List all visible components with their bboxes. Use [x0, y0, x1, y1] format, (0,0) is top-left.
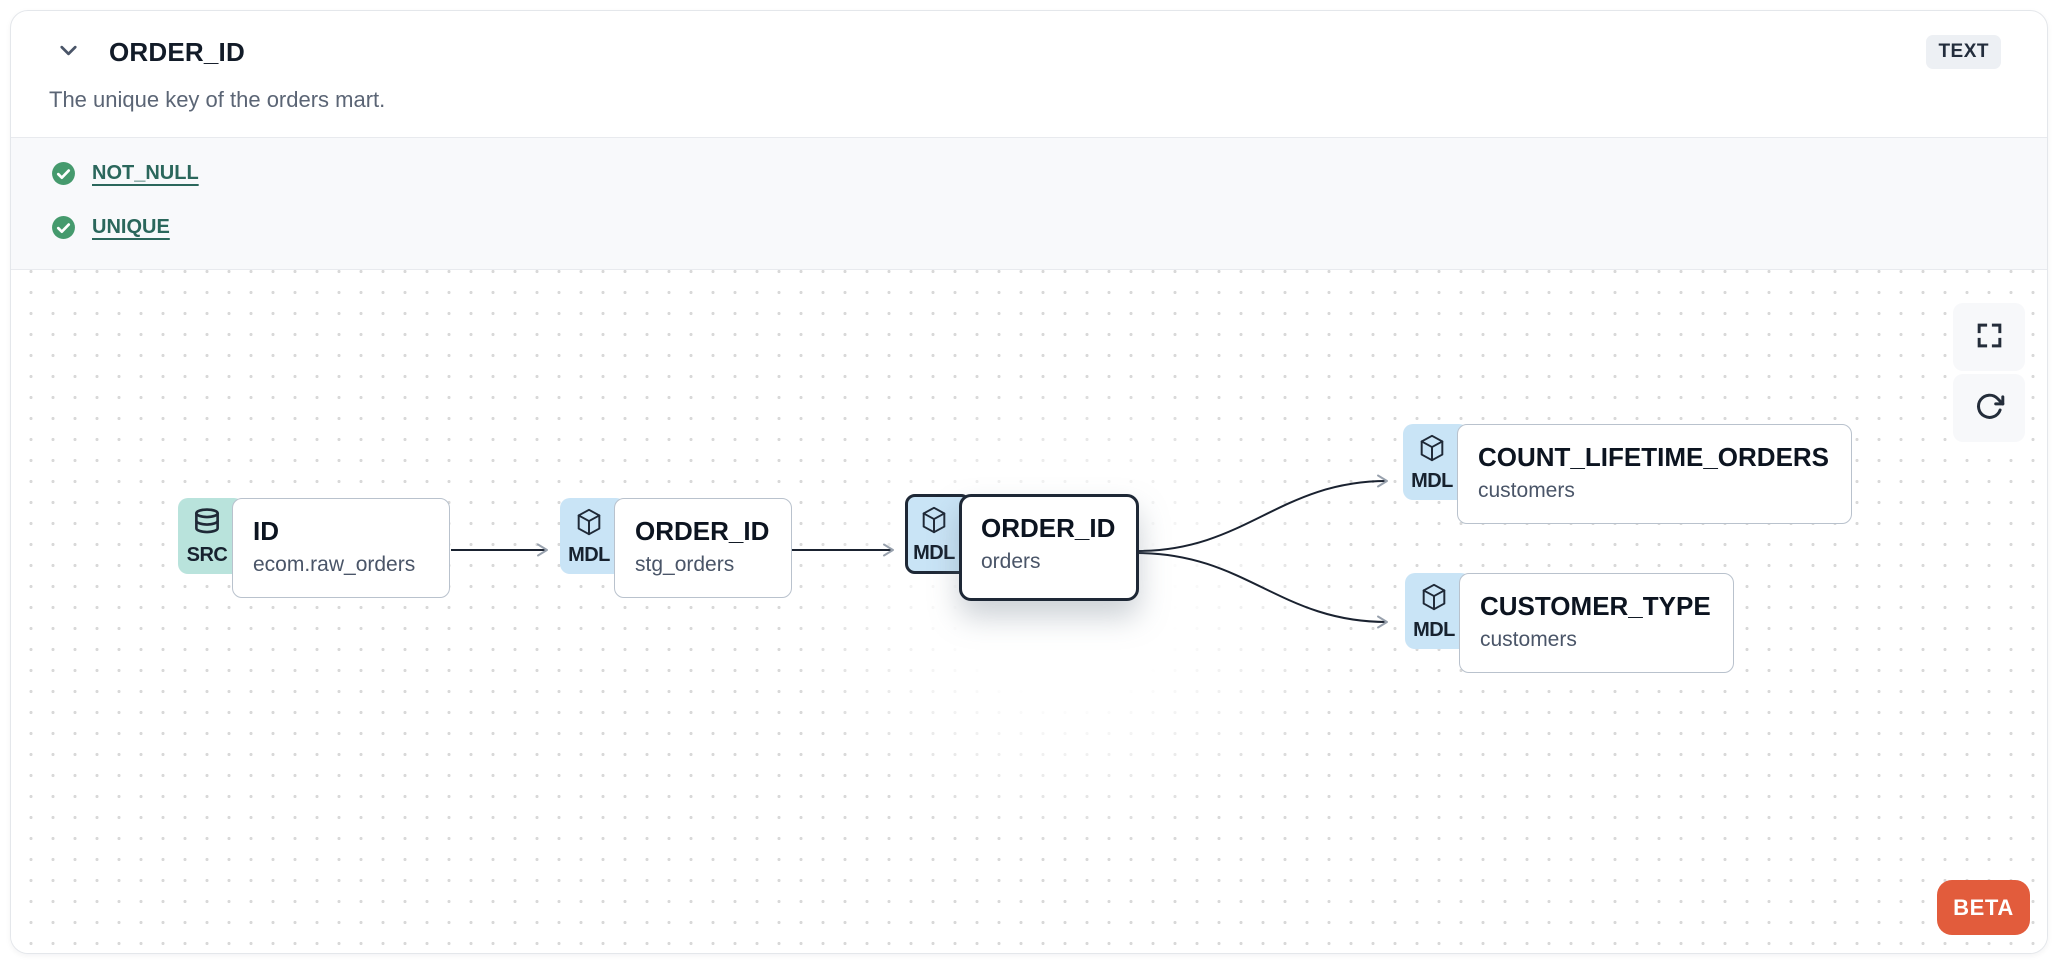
node-card: ORDER_ID orders [959, 494, 1140, 601]
lineage-edges [451, 474, 1388, 629]
selected-node-glow [781, 380, 1361, 850]
check-circle-icon [51, 215, 76, 240]
chevron-down-icon [55, 37, 82, 67]
lineage-node-customer-type[interactable]: MDL CUSTOMER_TYPE customers [1405, 573, 1734, 673]
lineage-canvas[interactable]: SRC ID ecom.raw_orders MDL ORDER_ID stg_… [11, 270, 2047, 953]
node-kind-label: MDL [568, 544, 610, 566]
node-title: COUNT_LIFETIME_ORDERS [1478, 442, 1830, 472]
node-subtitle: orders [981, 550, 1041, 573]
cube-icon [1417, 433, 1447, 468]
page-title: ORDER_ID [109, 36, 245, 67]
refresh-icon [1974, 391, 2005, 425]
column-description: The unique key of the orders mart. [49, 87, 386, 112]
collapse-button[interactable] [53, 37, 83, 67]
node-kind-label: MDL [1411, 470, 1453, 492]
cube-icon [574, 507, 604, 542]
node-subtitle: customers [1480, 628, 1577, 651]
node-title: CUSTOMER_TYPE [1480, 591, 1711, 621]
lineage-node-count-lifetime-orders[interactable]: MDL COUNT_LIFETIME_ORDERS customers [1403, 424, 1853, 524]
cube-icon [1419, 582, 1449, 617]
lineage-node-stg-orders[interactable]: MDL ORDER_ID stg_orders [560, 498, 793, 598]
cube-icon [919, 505, 949, 540]
beta-badge: BETA [1937, 880, 2030, 935]
node-kind-label: SRC [186, 544, 228, 566]
check-circle-icon [51, 161, 76, 186]
fullscreen-button[interactable] [1953, 303, 2025, 371]
node-kind-label: MDL [913, 542, 955, 564]
fullscreen-icon [1974, 320, 2005, 354]
node-card: ID ecom.raw_orders [232, 498, 450, 598]
node-card: CUSTOMER_TYPE customers [1459, 573, 1734, 673]
lineage-node-source-id[interactable]: SRC ID ecom.raw_orders [178, 498, 450, 598]
node-title: ORDER_ID [981, 513, 1116, 543]
tests-section: NOT_NULL UNIQUE [11, 137, 2047, 270]
node-subtitle: customers [1478, 479, 1575, 502]
node-card: COUNT_LIFETIME_ORDERS customers [1457, 424, 1853, 524]
node-kind-label: MDL [1413, 619, 1455, 641]
node-title: ORDER_ID [635, 516, 770, 546]
node-subtitle: ecom.raw_orders [253, 553, 416, 576]
node-subtitle: stg_orders [635, 553, 735, 576]
test-row: UNIQUE [41, 212, 2017, 242]
column-details-panel: ORDER_ID TEXT The unique key of the orde… [10, 10, 2048, 954]
node-title: ID [253, 516, 279, 546]
node-card: ORDER_ID stg_orders [614, 498, 793, 598]
test-link-unique[interactable]: UNIQUE [92, 215, 170, 238]
refresh-button[interactable] [1953, 374, 2025, 442]
lineage-node-orders-selected[interactable]: MDL ORDER_ID orders [905, 494, 1140, 601]
database-icon [192, 507, 222, 542]
column-type-badge: TEXT [1926, 35, 2001, 69]
test-row: NOT_NULL [41, 158, 2017, 188]
test-link-not-null[interactable]: NOT_NULL [92, 161, 199, 184]
header: ORDER_ID TEXT The unique key of the orde… [11, 11, 2047, 137]
